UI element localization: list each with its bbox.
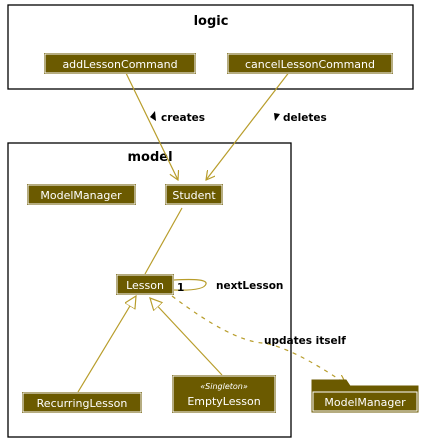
class-recurring-lesson-label: RecurringLesson [37,397,128,410]
class-lesson-label: Lesson [126,279,164,292]
relationship-lines [77,70,346,393]
creates-direction-icon [150,111,156,121]
class-model-manager-label: ModelManager [40,189,122,202]
class-recurring-lesson[interactable]: RecurringLesson [22,392,142,413]
deletes-label-group: deletes [274,112,327,124]
class-model-manager-external[interactable]: ModelManager [311,379,419,413]
class-cancel-lesson-command-label: cancelLessonCommand [245,58,375,71]
empty-lesson-inheritance [150,298,223,376]
deletes-label: deletes [283,112,327,124]
class-model-manager[interactable]: ModelManager [27,184,136,205]
deletes-direction-icon [274,113,280,121]
multiplicity-label: 1 [177,282,184,294]
class-add-lesson-command-label: addLessonCommand [62,58,177,71]
class-lesson[interactable]: Lesson [116,274,174,295]
updates-itself-dependency [171,295,346,384]
next-lesson-label: nextLesson [216,280,283,292]
class-empty-lesson-label: EmptyLesson [187,395,260,408]
model-package-title: model [127,150,172,165]
updates-itself-label: updates itself [264,335,346,347]
logic-package: logic [7,4,414,90]
creates-arrow [124,70,178,180]
class-empty-lesson[interactable]: «Singleton» EmptyLesson [172,375,276,413]
creates-label-group: creates [150,111,205,124]
class-model-manager-external-label: ModelManager [324,396,406,409]
deletes-arrow [206,70,291,180]
class-add-lesson-command[interactable]: addLessonCommand [44,53,196,74]
class-student[interactable]: Student [165,184,223,205]
class-cancel-lesson-command[interactable]: cancelLessonCommand [227,53,393,74]
recurring-lesson-inheritance [77,296,136,393]
class-empty-lesson-stereotype: «Singleton» [200,382,248,391]
student-lesson-association [144,207,183,275]
next-lesson-loop [173,278,207,291]
class-student-label: Student [172,189,216,202]
creates-label: creates [161,112,205,124]
logic-package-title: logic [194,14,229,29]
